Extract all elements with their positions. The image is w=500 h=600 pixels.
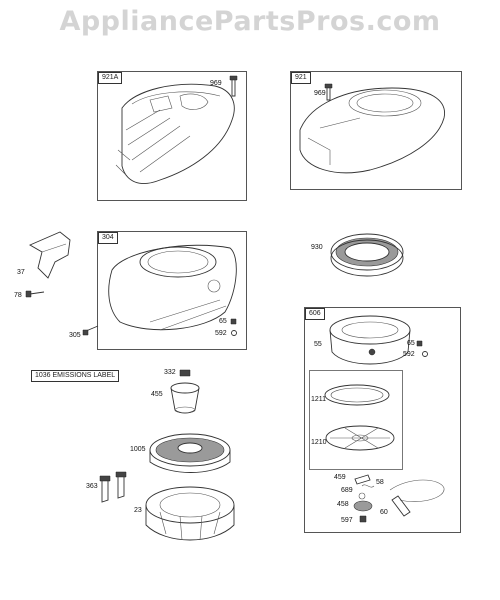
part-label-60: 60	[380, 509, 388, 516]
nut-332-drawing	[179, 369, 191, 377]
pulley-1210-drawing	[325, 425, 395, 451]
retainer-458-drawing	[353, 500, 373, 512]
part-label-592-a: 592	[215, 330, 227, 337]
fan-1005-drawing	[149, 433, 231, 473]
flywheel-23-drawing	[145, 486, 235, 541]
part-label-363: 363	[86, 483, 98, 490]
part-label-597: 597	[341, 517, 353, 524]
part-box-304-label: 304	[98, 232, 118, 244]
part-box-921-label: 921	[291, 72, 311, 84]
washer-592-b-drawing	[422, 351, 428, 357]
part-label-1210: 1210	[311, 439, 327, 446]
bolt-969-b-drawing	[324, 83, 333, 101]
part-label-969-b: 969	[314, 90, 326, 97]
coil-363-drawing	[99, 471, 127, 503]
screw-597-drawing	[359, 515, 367, 523]
part-label-458: 458	[337, 501, 349, 508]
bolt-969-a-drawing	[229, 75, 238, 97]
spring-689-drawing	[358, 492, 366, 500]
rewind-cover-930-drawing	[330, 233, 404, 277]
part-label-55: 55	[314, 341, 322, 348]
rope-handle-60-drawing	[389, 479, 445, 517]
part-label-455: 455	[151, 391, 163, 398]
emissions-label-tag: 1036 EMISSIONS LABEL	[31, 370, 120, 382]
part-label-1211: 1211	[311, 396, 327, 403]
part-label-332: 332	[164, 369, 176, 376]
pawl-459-drawing	[354, 474, 371, 485]
spring-1211-drawing	[324, 384, 390, 406]
blower-cover-921-drawing	[299, 87, 445, 174]
part-label-37: 37	[17, 269, 25, 276]
washer-592-a-drawing	[231, 330, 237, 336]
part-label-689: 689	[341, 487, 353, 494]
part-label-23: 23	[134, 507, 142, 514]
part-label-930: 930	[311, 244, 323, 251]
part-label-459: 459	[334, 474, 346, 481]
watermark: AppliancePartsPros.com	[59, 6, 441, 37]
blower-housing-304-drawing	[108, 244, 237, 331]
spring-58-drawing	[361, 484, 375, 488]
part-label-1005: 1005	[130, 446, 146, 453]
part-label-65-b: 65	[407, 340, 415, 347]
part-label-58: 58	[376, 479, 384, 486]
part-label-78: 78	[14, 292, 22, 299]
spring-subassembly-box	[309, 370, 403, 470]
screw-65-b-drawing	[416, 340, 423, 347]
shield-37-drawing	[29, 231, 71, 279]
screw-305-drawing	[82, 325, 99, 336]
part-label-969-a: 969	[210, 80, 222, 87]
part-box-921a-label: 921A	[98, 72, 123, 84]
screw-78-drawing	[25, 290, 45, 298]
screw-65-a-drawing	[230, 318, 237, 325]
part-label-65-a: 65	[219, 318, 227, 325]
part-box-304	[97, 231, 247, 350]
starter-housing-55-drawing	[329, 315, 411, 365]
part-label-305: 305	[69, 332, 81, 339]
part-label-592-b: 592	[403, 351, 415, 358]
part-box-921	[290, 71, 462, 190]
blower-cover-921a-drawing	[115, 83, 235, 184]
part-box-606-label: 606	[305, 308, 325, 320]
cup-455-drawing	[170, 382, 200, 414]
